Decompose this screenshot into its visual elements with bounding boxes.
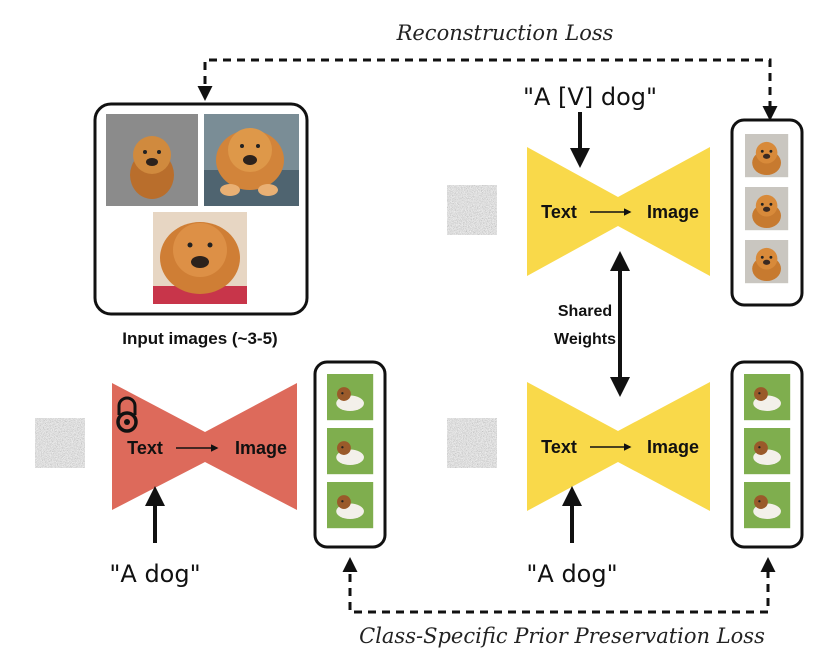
prior-preservation-loss-label: Class-Specific Prior Preservation Loss (359, 624, 765, 648)
model-top-image-label: Image (647, 202, 699, 222)
frozen-model (112, 383, 297, 510)
noise-input-bottom (447, 418, 497, 468)
lock-icon (116, 396, 138, 433)
prior-preservation-loss-arrow (342, 557, 776, 614)
output-top-photo-3 (745, 240, 789, 284)
prior-left-photo-3 (327, 482, 374, 529)
prior-right-photo-1 (744, 374, 791, 421)
prior-left-photo-1 (327, 374, 374, 421)
prior-strip-left (313, 360, 387, 549)
output-top-photo-1 (745, 134, 789, 178)
input-dog-photo-1 (106, 114, 198, 206)
output-strip-top (730, 118, 804, 307)
prior-right-photo-3 (744, 482, 791, 529)
input-dog-photo-2 (204, 114, 299, 206)
frozen-image-label: Image (235, 438, 287, 458)
model-bottom-image-label: Image (647, 437, 699, 457)
shared-weights-label-2: Weights (554, 331, 616, 348)
prompt-class-right: "A dog" (526, 560, 617, 588)
reconstruction-loss-arrow (197, 58, 778, 121)
output-top-photo-2 (745, 187, 789, 231)
model-bottom-text-label: Text (541, 437, 577, 457)
input-images-caption: Input images (~3-5) (122, 329, 277, 348)
shared-weights-label-1: Shared (558, 303, 612, 320)
prior-left-photo-2 (327, 428, 374, 475)
input-dog-photo-3 (153, 212, 247, 304)
prior-strip-right (730, 360, 804, 549)
prompt-instance: "A [V] dog" (523, 83, 657, 111)
prompt-class-left: "A dog" (109, 560, 200, 588)
prior-right-photo-2 (744, 428, 791, 475)
model-top-text-label: Text (541, 202, 577, 222)
reconstruction-loss-label: Reconstruction Loss (396, 21, 614, 45)
noise-input-top (447, 185, 497, 235)
frozen-text-label: Text (127, 438, 163, 458)
noise-input-left (35, 418, 85, 468)
